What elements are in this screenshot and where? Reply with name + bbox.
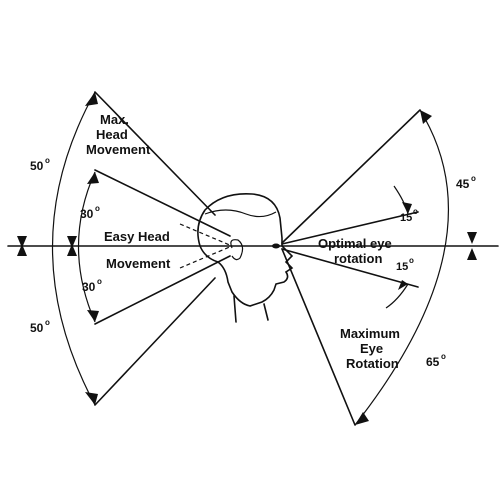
svg-text:o: o [45,156,50,165]
easy-head-up-dashed [179,223,233,247]
svg-text:15: 15 [396,261,408,273]
maximum-eye-rotation-label: Maximum Eye Rotation [340,326,400,371]
max-head-down-ray [94,277,216,406]
max-head-mid-down-arrowhead [17,244,27,256]
angle-max-head-down: 50 o [30,318,50,335]
easy-head-up-ray [94,169,231,237]
angle-easy-head-down: 30 o [82,277,102,294]
svg-text:45: 45 [456,177,470,191]
angle-easy-head-up: 30 o [80,204,100,221]
svg-text:Max.: Max. [100,112,129,127]
eye-optimal-up-ray [281,211,419,245]
svg-text:o: o [471,174,476,183]
svg-text:o: o [413,207,418,216]
svg-text:o: o [97,277,102,286]
angle-max-head-up: 50 o [30,156,50,173]
svg-text:30: 30 [80,207,94,221]
eye-max-mid-down-arrowhead [467,248,477,260]
svg-text:50: 50 [30,321,44,335]
svg-text:o: o [95,204,100,213]
svg-text:Easy Head: Easy Head [104,229,170,244]
eye-max-up-arrowhead [420,110,432,124]
eye-optimal-down-arrowhead [398,280,408,290]
svg-text:65: 65 [426,355,440,369]
svg-text:Head: Head [96,127,128,142]
svg-text:50: 50 [30,159,44,173]
easy-head-down-ray [94,255,231,325]
max-head-up-arrowhead [85,92,98,106]
eye-max-down-ray [281,248,356,426]
svg-text:o: o [441,352,446,361]
svg-text:Eye: Eye [360,341,383,356]
eye-optimal-up-arrowhead [402,202,412,214]
eye-max-mid-up-arrowhead [467,232,477,244]
max-head-mid-up-arrowhead [17,236,27,248]
max-head-movement-label: Max. Head Movement [86,112,151,157]
eye-max-up-ray [281,109,421,244]
svg-text:Maximum: Maximum [340,326,400,341]
svg-text:Optimal eye: Optimal eye [318,236,392,251]
easy-head-mid-up-arrowhead [67,236,77,248]
easy-head-mid-down-arrowhead [67,244,77,256]
svg-text:Movement: Movement [86,142,151,157]
eye-optimal-up-arc [393,185,409,215]
svg-text:o: o [45,318,50,327]
svg-text:Movement: Movement [106,256,171,271]
easy-head-down-dashed [179,245,233,269]
svg-text:30: 30 [82,280,96,294]
svg-text:o: o [409,256,414,265]
svg-text:Rotation: Rotation [346,356,399,371]
eye-optimal-down-ray [281,248,419,288]
angle-eye-max-down: 65 o [426,352,446,369]
easy-head-arc [77,171,96,323]
easy-head-movement-label: Easy Head Movement [104,229,171,271]
max-head-arc [52,91,96,406]
head-outline [197,193,294,323]
max-head-up-ray [94,91,216,216]
eye-max-down-arrowhead [355,412,369,425]
svg-text:15: 15 [400,212,412,224]
angle-eye-optimal-up: 15 o [400,207,418,224]
eye-max-arc [354,109,450,426]
easy-head-up-arrowhead [87,172,99,184]
optimal-eye-rotation-label: Optimal eye rotation [318,236,392,266]
angle-eye-max-up: 45 o [456,174,476,191]
svg-text:rotation: rotation [334,251,382,266]
easy-head-down-arrowhead [87,310,99,322]
eye-optimal-down-arc [385,283,409,309]
max-head-down-arrowhead [85,392,98,405]
angle-eye-optimal-down: 15 o [396,256,414,273]
